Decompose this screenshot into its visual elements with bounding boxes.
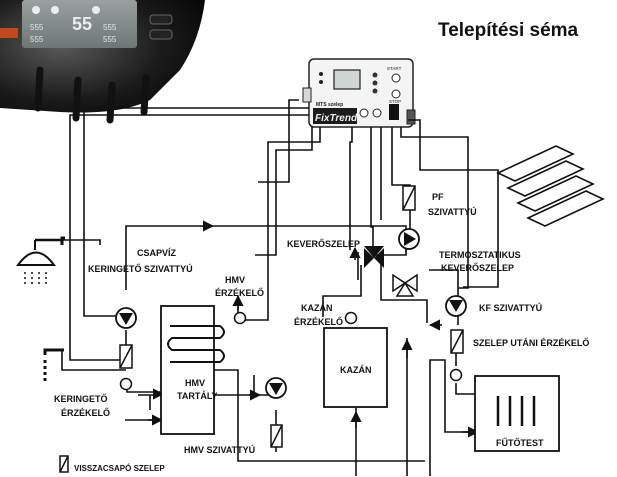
- label-radiator: FŰTŐTEST: [496, 437, 544, 448]
- pump-icon: [398, 228, 420, 250]
- lcd-symbol-icon: [92, 6, 100, 14]
- controller-brand-strip: [0, 28, 18, 38]
- label-pf-pump: SZIVATTYÚ: [428, 206, 477, 217]
- indicator-icon: [319, 80, 323, 84]
- pump-icon: [115, 307, 137, 329]
- label-circulation-sensor: KERINGETŐ: [54, 393, 108, 404]
- label-boiler-sensor: KAZÁN: [301, 303, 333, 313]
- mixing-valve-icon: [364, 246, 384, 268]
- page-title: Telepítési séma: [438, 20, 579, 41]
- lcd-symbol-icon: [32, 6, 40, 14]
- label-boiler-sensor: ÉRZÉKELŐ: [294, 316, 343, 327]
- indicator-icon: [319, 72, 323, 76]
- connector-block: [389, 104, 399, 120]
- controller-button: [149, 29, 173, 40]
- button-icon: [359, 108, 369, 118]
- indicator-icon: [372, 72, 378, 78]
- start-button: [391, 73, 401, 83]
- wiring: [60, 99, 499, 476]
- label-thermostatic-valve: TERMOSZTATIKUS: [439, 250, 521, 260]
- power-icon: [372, 108, 382, 118]
- label-hmv-tank: TARTÁLY: [177, 391, 218, 401]
- radiator: [474, 375, 560, 452]
- check-valve-icon: [450, 329, 464, 354]
- check-valve-icon: [119, 344, 133, 369]
- stop-label: STOP: [389, 99, 401, 104]
- label-pf-pump: PF: [432, 192, 444, 202]
- brand-logo: FixTrend: [315, 113, 358, 124]
- start-label: START: [387, 66, 402, 71]
- indicator-icon: [372, 88, 378, 94]
- solar-collector-icon: [496, 145, 605, 227]
- lcd-readout: 555: [30, 35, 44, 44]
- controller-photo: 55 555 555 555 555: [0, 0, 205, 124]
- sensor-icon: [233, 311, 247, 325]
- label-circulation-pump: KERINGETŐ SZIVATTYÚ: [88, 263, 193, 274]
- check-valve-icon: [270, 424, 283, 448]
- controller-lcd: [22, 0, 137, 48]
- label-hmv-sensor: HMV: [225, 275, 245, 285]
- lcd-readout: 555: [103, 23, 117, 32]
- sensor-icon: [119, 377, 133, 391]
- label-after-valve-sensor: SZELEP UTÁNI ÉRZÉKELŐ: [473, 337, 589, 348]
- shower-icon: [16, 236, 65, 285]
- lcd-symbol-icon: [51, 6, 59, 14]
- thermostatic-valve-icon: [392, 273, 418, 297]
- label-csapviz: CSAPVÍZ: [137, 248, 177, 258]
- controller-display: [333, 69, 361, 90]
- label-kf-pump: KF SZIVATTYÚ: [479, 302, 542, 313]
- label-mixing-valve: KEVERŐSZELEP: [287, 238, 360, 249]
- label-hmv-sensor: ÉRZÉKELŐ: [215, 287, 264, 298]
- sensor-icon: [344, 311, 358, 325]
- model-label: MTS szelep: [316, 102, 343, 108]
- sensor-icon: [449, 368, 463, 382]
- flow-arrows: [148, 220, 480, 438]
- pump-icon: [445, 295, 467, 317]
- indicator-icon: [372, 80, 378, 86]
- lcd-main-value: 55: [72, 14, 92, 34]
- controller-button: [149, 14, 173, 25]
- stop-button: [391, 89, 401, 99]
- check-valve-legend-icon: [59, 455, 69, 473]
- label-thermostatic-valve: KEVERŐSZELEP: [441, 262, 514, 273]
- lcd-readout: 555: [30, 23, 44, 32]
- lcd-readout: 555: [103, 35, 117, 44]
- pump-icon: [265, 377, 287, 399]
- boiler: [323, 327, 388, 408]
- faucet-icon: [43, 348, 64, 384]
- label-hmv-pump: HMV SZIVATTYÚ: [184, 444, 255, 455]
- hmv-tank: [160, 305, 225, 435]
- label-hmv-tank: HMV: [185, 378, 205, 388]
- mts-controller: START STOP MTS szelep FixTrend: [302, 58, 416, 128]
- brand-plate: [313, 108, 357, 124]
- label-circulation-sensor: ÉRZÉKELŐ: [61, 407, 110, 418]
- legend-check-valve-label: VISSZACSAPÓ SZELEP: [74, 464, 165, 473]
- check-valve-icon: [402, 185, 416, 211]
- label-boiler: KAZÁN: [340, 365, 372, 375]
